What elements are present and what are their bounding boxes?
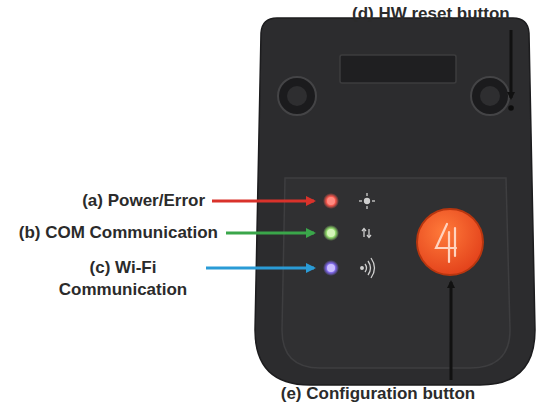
screw-hole xyxy=(471,77,509,115)
leader-arrow xyxy=(206,267,314,270)
power-led xyxy=(323,193,339,209)
wifi-led xyxy=(323,260,339,276)
callout-label: (c) Wi-Fi Communication xyxy=(48,257,198,301)
callout-label: (a) Power/Error xyxy=(82,190,205,212)
leader-arrow xyxy=(510,30,513,98)
leader-arrow xyxy=(226,232,314,235)
led-panel xyxy=(282,178,510,368)
configuration-button xyxy=(417,209,483,275)
callout-label: (e) Configuration button xyxy=(281,383,476,405)
wifi-icon xyxy=(361,258,375,278)
leader-arrow xyxy=(450,282,453,380)
com-icon xyxy=(362,229,371,238)
reset-hole xyxy=(508,105,514,111)
power-icon xyxy=(359,193,375,209)
leader-arrow xyxy=(212,200,314,203)
callout-label: (d) HW reset button xyxy=(352,3,510,25)
button-logo xyxy=(436,224,456,262)
callout-label: (b) COM Communication xyxy=(19,222,218,244)
slot xyxy=(340,55,456,83)
screw-hole xyxy=(278,77,316,115)
com-led xyxy=(323,225,339,241)
